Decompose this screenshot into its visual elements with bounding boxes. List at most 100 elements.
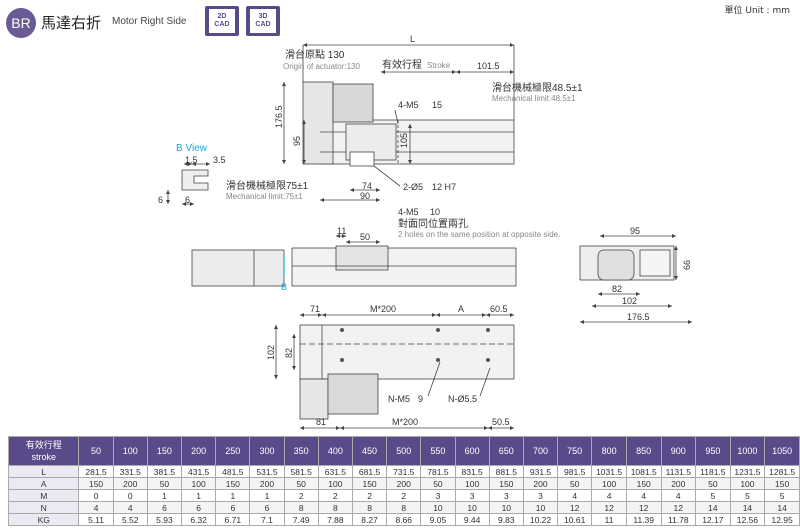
stroke-col-header: 350 [283,436,319,466]
spec-cell: 931.5 [522,465,559,478]
origin-cn: 滑台原點 130 [285,48,345,61]
spec-cell: 1131.5 [660,465,697,478]
spec-cell: 50 [146,477,183,490]
stroke-col-header: 200 [181,436,217,466]
spec-cell: 531.5 [249,465,285,478]
dim-6b: 6 [185,195,190,205]
spec-cell: 6.71 [215,513,251,526]
spec-cell: 200 [386,477,422,490]
bot-m200-top: M*200 [370,304,396,314]
spec-cell: 14 [695,501,731,514]
spec-cell: 11.39 [625,513,662,526]
spec-cell: 5.93 [146,513,183,526]
spec-cell: 100 [729,477,766,490]
spec-cell: 1 [249,489,285,502]
dim-95-v: 95 [292,136,302,146]
spec-cell: 4 [78,501,114,514]
spec-cell: 14 [764,501,800,514]
stroke-col-header: 450 [351,436,388,466]
spec-cell: 0 [112,489,148,502]
section-title-en: Motor Right Side [112,16,187,27]
spec-cell: 981.5 [557,465,593,478]
stroke-header-en: stroke [31,452,56,462]
spec-cell: 5 [695,489,731,502]
spec-cell: 200 [249,477,285,490]
spec-cell: 12 [557,501,593,514]
spec-cell: 10 [454,501,490,514]
br-badge: BR [6,8,36,38]
bot-50-5: 50.5 [492,417,510,427]
spec-cell: 8.66 [386,513,422,526]
top-view-motor [332,83,374,123]
dim-50: 50 [360,232,370,242]
stroke-col-header: 800 [591,436,627,466]
section-title-cn: 馬達右折 [41,14,102,32]
spec-cell: 6 [181,501,217,514]
bot-102: 102 [266,345,276,360]
bot-81: 81 [316,417,326,427]
end-102: 102 [622,296,637,306]
spec-cell: 200 [522,477,559,490]
technical-drawing: L 滑台原點 130 Origin of actuator:130 有效行程 S… [158,34,692,430]
side-view-body [291,247,517,287]
stroke-col-header: 550 [420,436,456,466]
cad-3d-line2: CAD [255,21,271,28]
bottom-view-body [299,324,515,380]
spec-cell: 50 [420,477,456,490]
top-view-motor-block [302,81,334,165]
stroke-col-header: 1000 [729,436,766,466]
spec-cell: 12.95 [764,513,800,526]
bot-nm5-b: 9 [418,394,423,404]
spec-cell: 3 [488,489,524,502]
dim-176-5-v: 176.5 [274,105,284,128]
spec-cell: 4 [591,489,627,502]
dim-l: L [410,34,415,44]
cad-2d-line2: CAD [214,21,230,28]
spec-cell: 12 [660,501,697,514]
spec-cell: 4 [557,489,593,502]
spec-cell: 8.27 [351,513,388,526]
spec-row-label: L [7,465,80,478]
dim-2phi5: 2-Ø5 [403,182,423,192]
stroke-col-header: 100 [112,436,148,466]
spec-cell: 9.44 [454,513,490,526]
spec-cell: 7.88 [317,513,353,526]
spec-cell: 100 [181,477,217,490]
dim-101-5: 101.5 [477,61,500,71]
side-holes-en: 2 holes on the same position at opposite… [398,230,560,239]
stroke-col-header: 650 [488,436,524,466]
spec-cell: 14 [729,501,766,514]
dim-3-5: 3.5 [213,155,226,165]
spec-cell: 481.5 [215,465,251,478]
spec-cell: 200 [660,477,697,490]
spec-cell: 12 [591,501,627,514]
stroke-col-header: 700 [522,436,559,466]
spec-cell: 1 [215,489,251,502]
cad-3d-line1: 3D [258,13,268,20]
spec-cell: 50 [695,477,731,490]
spec-cell: 6 [146,501,183,514]
stroke-col-header: 150 [146,436,183,466]
spec-cell: 7.49 [283,513,319,526]
spec-cell: 431.5 [181,465,217,478]
dim-90: 90 [360,191,370,201]
spec-cell: 3 [454,489,490,502]
spec-cell: 50 [283,477,319,490]
bot-60-5: 60.5 [490,304,508,314]
spec-cell: 681.5 [351,465,388,478]
bottom-view-motor-block [299,378,329,420]
spec-cell: 1031.5 [591,465,627,478]
stroke-cn: 有效行程 [382,58,422,71]
bot-nm5: N-M5 [388,394,410,404]
spec-cell: 10 [488,501,524,514]
spec-cell: 731.5 [386,465,422,478]
spec-cell: 1231.5 [729,465,766,478]
